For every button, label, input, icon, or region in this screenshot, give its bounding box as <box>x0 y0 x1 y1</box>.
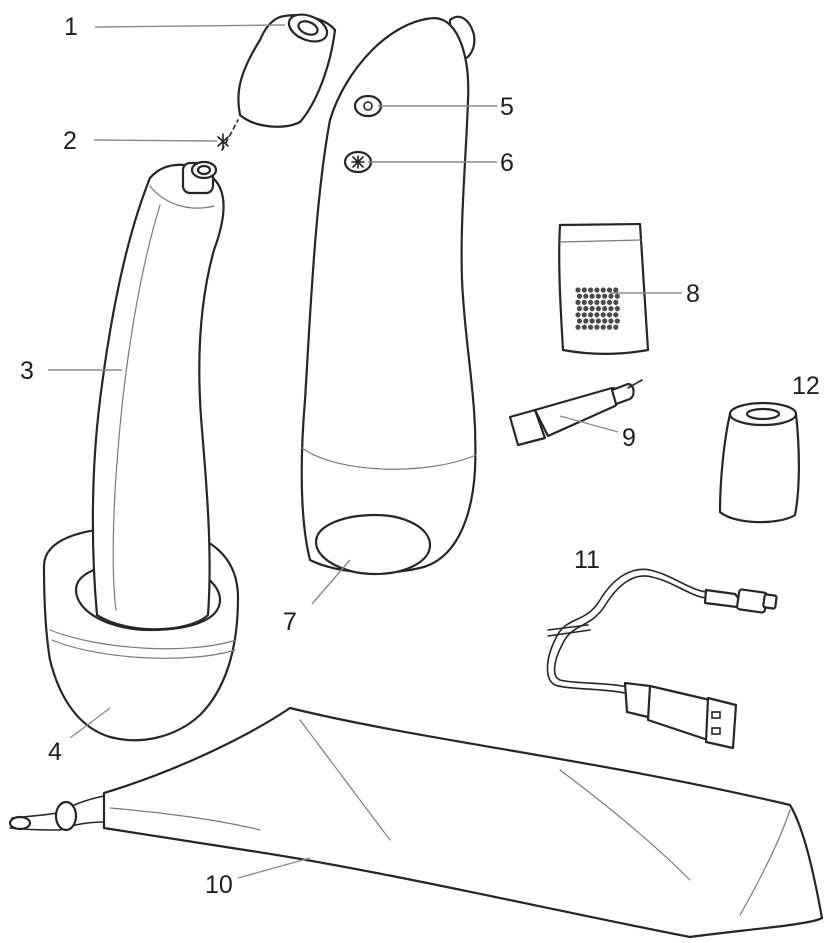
mesh-dot <box>574 323 582 331</box>
device-body-illustration <box>91 160 225 631</box>
mesh-dot <box>606 323 613 331</box>
mesh-dot <box>588 292 596 300</box>
mesh-dot <box>582 292 590 300</box>
leader-lines <box>48 24 682 879</box>
mesh-dot <box>576 317 583 325</box>
mesh-dot <box>607 317 615 325</box>
mesh-dot <box>601 317 609 325</box>
mesh-dot <box>606 311 613 319</box>
mesh-dot <box>574 298 582 306</box>
cleaning-brush-illustration <box>508 379 643 447</box>
mesh-dot <box>601 305 609 313</box>
pouch-illustration <box>8 706 824 939</box>
label-4: 4 <box>48 738 62 766</box>
mesh-dot <box>595 292 602 300</box>
mesh-dot <box>580 298 588 306</box>
mesh-dot <box>613 292 621 300</box>
mesh-dot <box>580 323 588 331</box>
label-8: 8 <box>686 280 700 308</box>
mesh-dot <box>612 298 620 306</box>
mesh-dot <box>576 305 583 313</box>
mesh-dot <box>613 317 621 325</box>
mesh-dot <box>595 305 602 313</box>
label-1: 1 <box>64 13 78 41</box>
mesh-dot <box>613 305 621 313</box>
usb-cable-illustration <box>546 568 778 750</box>
mesh-dot <box>582 317 590 325</box>
mesh-dot <box>574 286 582 294</box>
mesh-dot <box>587 298 594 306</box>
mesh-dot <box>612 323 620 331</box>
label-7: 7 <box>283 608 297 636</box>
filter-illustration <box>217 119 239 151</box>
mesh-dot <box>587 323 594 331</box>
label-9: 9 <box>622 424 636 452</box>
mesh-dot <box>580 286 588 294</box>
mesh-dot <box>593 286 601 294</box>
mesh-dot <box>593 298 601 306</box>
label-5: 5 <box>500 93 514 121</box>
mesh-dot <box>607 305 615 313</box>
label-11: 11 <box>574 546 600 574</box>
mesh-dot <box>587 311 594 319</box>
mesh-dot <box>599 286 607 294</box>
mesh-dot <box>595 317 602 325</box>
mesh-dot <box>580 311 588 319</box>
spare-tip-illustration <box>718 401 800 524</box>
mesh-dot <box>574 311 582 319</box>
mesh-dot <box>576 292 583 300</box>
label-2: 2 <box>63 127 77 155</box>
mesh-dot <box>601 292 609 300</box>
mesh-dot <box>588 305 596 313</box>
part-labels: 1 2 3 4 5 6 7 8 9 10 11 12 <box>20 13 820 899</box>
mesh-dot <box>593 323 601 331</box>
mesh-filters <box>574 286 621 331</box>
mesh-dot <box>612 286 620 294</box>
label-3: 3 <box>20 357 34 385</box>
mesh-dot <box>612 311 620 319</box>
tip-cap-illustration <box>237 13 337 128</box>
handheld-device-illustration <box>300 15 477 576</box>
label-12: 12 <box>792 372 820 400</box>
mesh-dot <box>607 292 615 300</box>
mesh-dot <box>606 286 613 294</box>
mesh-dot <box>587 286 594 294</box>
mesh-dot <box>593 311 601 319</box>
filter-bag-illustration <box>558 222 650 355</box>
label-6: 6 <box>500 149 514 177</box>
mesh-dot <box>599 298 607 306</box>
mesh-dot <box>599 311 607 319</box>
mesh-dot <box>599 323 607 331</box>
mesh-dot <box>588 317 596 325</box>
label-10: 10 <box>205 871 233 899</box>
mesh-dot <box>582 305 590 313</box>
mesh-dot <box>606 298 613 306</box>
